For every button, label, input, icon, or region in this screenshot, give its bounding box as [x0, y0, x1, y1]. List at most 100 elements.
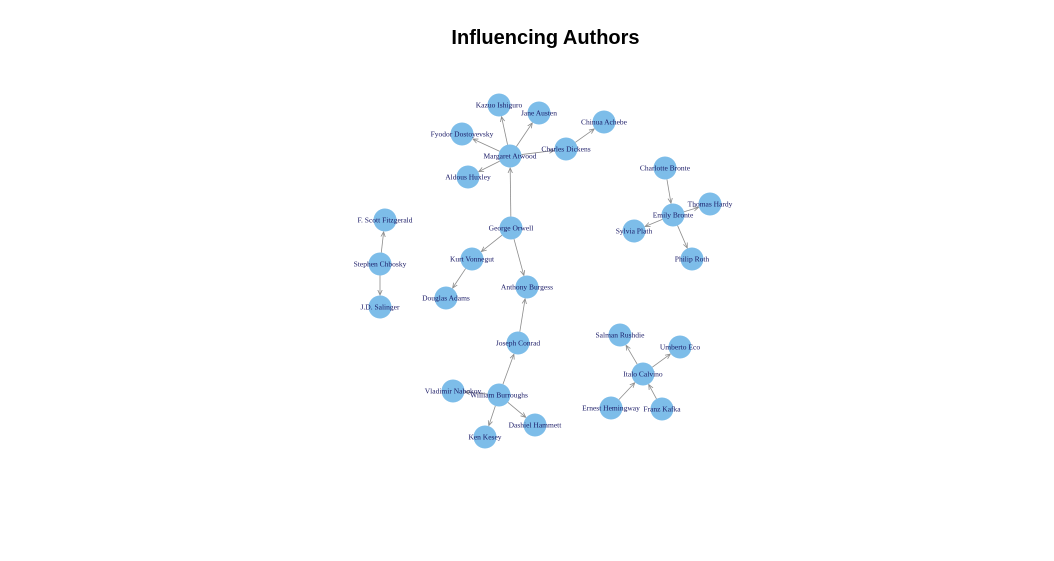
edge-burroughs-to-hammett: [507, 402, 526, 417]
node-circle: [487, 93, 511, 117]
node-chbosky: Stephen Chbosky: [354, 252, 407, 276]
edge-hemingway-to-calvino: [618, 383, 635, 400]
node-plath: Sylvia Plath: [616, 219, 653, 243]
node-achebe: Chinua Achebe: [581, 110, 628, 134]
node-label: Joseph Conrad: [496, 339, 541, 348]
node-burroughs: William Burroughs: [470, 383, 528, 407]
node-ebronte: Emily Bronte: [653, 203, 694, 227]
node-dickens: Charles Dickens: [541, 137, 591, 161]
edge-orwell-to-vonnegut: [481, 234, 503, 251]
node-calvino: Italo Calvino: [623, 362, 663, 386]
node-label: Ernest Hemingway: [582, 404, 640, 413]
node-label: Stephen Chbosky: [354, 260, 407, 269]
node-kesey: Ken Kesey: [468, 425, 502, 449]
node-circle: [487, 383, 511, 407]
edge-atwood-to-austen: [516, 123, 532, 147]
node-circle: [527, 101, 551, 125]
edge-atwood-to-dickens: [521, 150, 554, 155]
node-circle: [554, 137, 578, 161]
node-label: Dashiel Hammett: [509, 421, 563, 430]
diagram-title: Influencing Authors: [451, 27, 640, 49]
edge-atwood-to-dostoyevsky: [473, 139, 500, 152]
node-label: Ken Kesey: [468, 433, 501, 442]
node-hemingway: Ernest Hemingway: [582, 396, 640, 420]
node-label: Umberto Eco: [660, 343, 700, 352]
node-circle: [698, 192, 722, 216]
node-rushdie: Salman Rushdie: [596, 323, 646, 347]
node-label: Emily Bronte: [653, 211, 694, 220]
edge-cbronte-to-ebronte: [666, 179, 671, 203]
node-label: Charlotte Bronte: [640, 164, 691, 173]
node-label: Kurt Vonnegut: [450, 255, 495, 264]
node-salinger: J.D. Salinger: [361, 295, 400, 319]
node-hardy: Thomas Hardy: [688, 192, 733, 216]
node-circle: [441, 379, 465, 403]
edge-vonnegut-to-adams: [453, 268, 466, 288]
node-circle: [450, 122, 474, 146]
node-label: Douglas Adams: [422, 294, 470, 303]
node-circle: [680, 247, 704, 271]
edge-ebronte-to-hardy: [683, 207, 698, 213]
node-label: Sylvia Plath: [616, 227, 653, 236]
node-label: Jane Austen: [521, 109, 557, 118]
node-circle: [592, 110, 616, 134]
node-label: Thomas Hardy: [688, 200, 733, 209]
node-label: Salman Rushdie: [596, 331, 646, 340]
node-circle: [473, 425, 497, 449]
edge-chbosky-to-fitzgerald: [381, 232, 383, 253]
node-circle: [460, 247, 484, 271]
edge-orwell-to-atwood: [510, 168, 511, 217]
node-roth: Philip Roth: [675, 247, 710, 271]
node-label: Anthony Burgess: [501, 283, 553, 292]
node-circle: [499, 216, 523, 240]
node-label: William Burroughs: [470, 391, 528, 400]
node-label: Chinua Achebe: [581, 118, 628, 127]
node-label: Margaret Atwood: [484, 152, 537, 161]
node-label: Kazuo Ishiguro: [476, 101, 523, 110]
node-circle: [650, 397, 674, 421]
node-circle: [622, 219, 646, 243]
node-circle: [608, 323, 632, 347]
node-circle: [653, 156, 677, 180]
node-label: Charles Dickens: [541, 145, 590, 154]
node-circle: [515, 275, 539, 299]
node-huxley: Aldous Huxley: [445, 165, 491, 189]
edge-burroughs-to-nabokov: [465, 392, 488, 394]
edge-calvino-to-eco: [652, 354, 670, 368]
node-nabokov: Vladimir Nabokov: [425, 379, 482, 403]
node-circle: [368, 295, 392, 319]
node-circle: [456, 165, 480, 189]
node-label: J.D. Salinger: [361, 303, 400, 312]
node-circle: [631, 362, 655, 386]
edge-dickens-to-achebe: [575, 129, 594, 143]
edge-layer: [380, 117, 698, 426]
edge-atwood-to-huxley: [479, 160, 500, 171]
node-circle: [599, 396, 623, 420]
edge-calvino-to-rushdie: [626, 345, 638, 365]
edge-burroughs-to-conrad: [502, 354, 514, 385]
edge-burroughs-to-kesey: [489, 405, 496, 426]
node-circle: [523, 413, 547, 437]
edge-ebronte-to-plath: [645, 218, 663, 226]
node-label: Philip Roth: [675, 255, 710, 264]
node-kafka: Franz Kafka: [643, 397, 681, 421]
node-label: Aldous Huxley: [445, 173, 491, 182]
edge-ebronte-to-roth: [677, 225, 688, 248]
edge-kafka-to-calvino: [649, 385, 657, 400]
edge-atwood-to-kazuo: [502, 117, 508, 145]
node-circle: [668, 335, 692, 359]
node-eco: Umberto Eco: [660, 335, 700, 359]
node-hammett: Dashiel Hammett: [509, 413, 563, 437]
node-circle: [434, 286, 458, 310]
node-adams: Douglas Adams: [422, 286, 470, 310]
node-austen: Jane Austen: [521, 101, 557, 125]
node-label: Vladimir Nabokov: [425, 387, 482, 396]
node-label: Italo Calvino: [623, 370, 663, 379]
node-conrad: Joseph Conrad: [496, 331, 541, 355]
node-circle: [498, 144, 522, 168]
node-orwell: George Orwell: [489, 216, 533, 240]
node-kazuo: Kazuo Ishiguro: [476, 93, 523, 117]
